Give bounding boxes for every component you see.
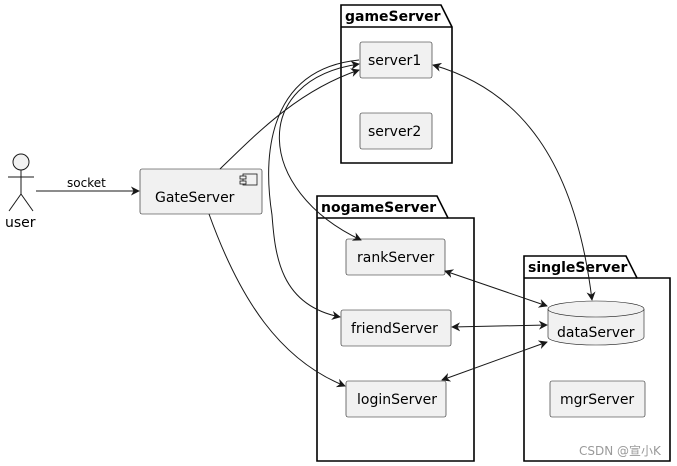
edge-server1-dataserver — [432, 62, 596, 301]
mgrserver-node: mgrServer — [549, 380, 646, 418]
edge-server1-rankserver — [278, 60, 362, 241]
gateserver-label: GateServer — [155, 190, 235, 206]
package-singleserver: singleServer — [523, 255, 671, 462]
dataserver-database: dataServer — [547, 300, 645, 346]
edge-gateserver-server1 — [219, 68, 360, 170]
edge-server1-friendserver — [268, 59, 360, 320]
actor-label: user — [5, 215, 36, 231]
edge-gateserver-loginserver — [208, 213, 346, 388]
user-actor — [8, 153, 34, 212]
gateserver-component: GateServer — [139, 168, 263, 215]
edge-loginserver-dataserver — [441, 340, 548, 382]
actor-head — [12, 153, 30, 171]
rankserver-node: rankServer — [345, 238, 446, 276]
server2-label: server2 — [368, 124, 421, 140]
server1-node: server1 — [359, 41, 433, 79]
package-title-singleserver: singleServer — [528, 260, 628, 276]
package-title-gameserver: gameServer — [345, 9, 441, 25]
package-title-nogameserver: nogameServer — [321, 200, 436, 216]
package-gameserver: gameServer — [340, 4, 453, 164]
server1-label: server1 — [368, 53, 421, 69]
dataserver-label: dataServer — [557, 325, 635, 341]
edge-friendserver-dataserver — [451, 320, 548, 332]
friendserver-node: friendServer — [340, 309, 452, 347]
loginserver-node: loginServer — [345, 380, 447, 418]
loginserver-label: loginServer — [357, 392, 437, 408]
edge-rankserver-dataserver — [444, 269, 548, 308]
mgrserver-label: mgrServer — [560, 392, 634, 408]
watermark-text: CSDN @宣小K — [579, 443, 662, 458]
server2-node: server2 — [359, 112, 433, 150]
rankserver-label: rankServer — [357, 250, 434, 266]
component-icon — [239, 173, 258, 186]
edge-label-socket: socket — [67, 176, 106, 190]
friendserver-label: friendServer — [351, 321, 438, 337]
